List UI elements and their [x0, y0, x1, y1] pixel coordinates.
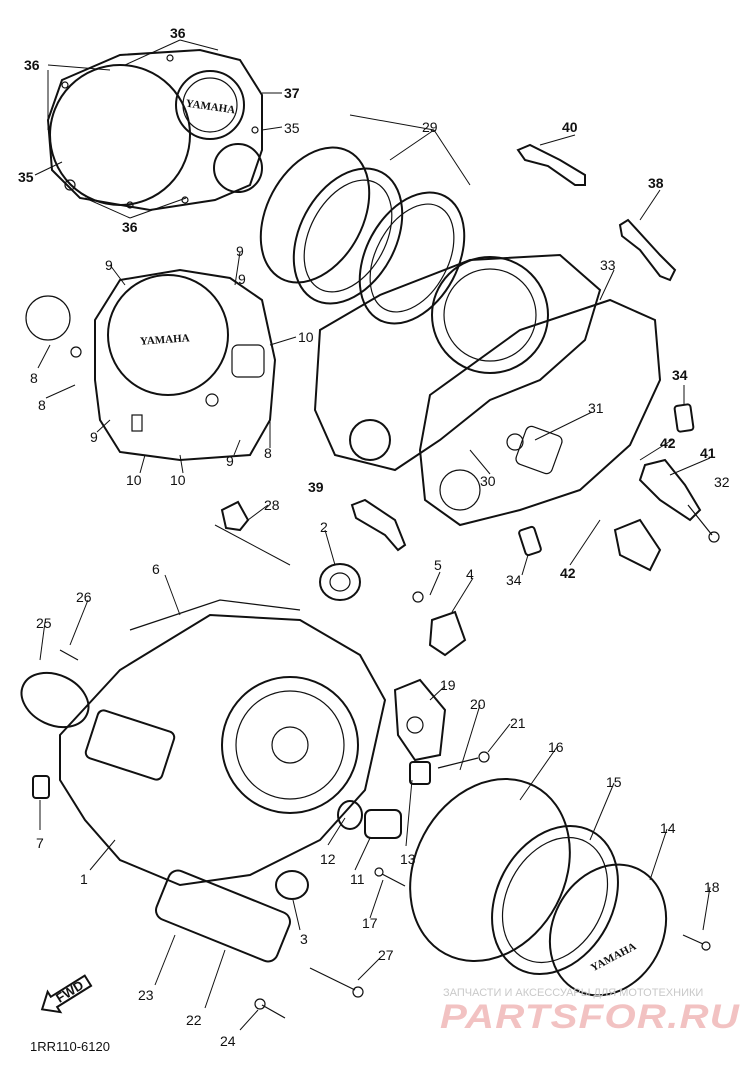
inner-cover-gasket-outline	[25, 268, 277, 462]
callout-9-d: 9	[90, 429, 98, 445]
callout-30: 30	[480, 473, 496, 489]
bracket-41-42	[613, 458, 720, 572]
callout-34-a: 34	[672, 367, 688, 383]
callout-15: 15	[606, 774, 622, 790]
callout-42-a: 42	[660, 435, 676, 451]
callout-13: 13	[400, 851, 416, 867]
callout-35-left: 35	[18, 169, 34, 185]
seal-rings	[259, 146, 466, 325]
callout-9-e: 9	[226, 453, 234, 469]
watermark-site: PARTSFOR.RU	[440, 998, 741, 1036]
callout-1: 1	[80, 871, 88, 887]
callout-5: 5	[434, 557, 442, 573]
callout-10-a: 10	[298, 329, 314, 345]
callout-39: 39	[308, 479, 324, 495]
callout-27: 27	[378, 947, 394, 963]
callout-42-b: 42	[560, 565, 576, 581]
callout-10-c: 10	[170, 472, 186, 488]
callout-28: 28	[264, 497, 280, 513]
callout-8-c: 8	[264, 445, 272, 461]
callout-33: 33	[600, 257, 616, 273]
callout-16: 16	[548, 739, 564, 755]
callout-12: 12	[320, 851, 336, 867]
callout-32: 32	[714, 474, 730, 490]
callout-36-left: 36	[24, 57, 40, 73]
clutch-cover-gasket-outline	[46, 48, 263, 212]
brand-mark-cover: YAMAHA	[589, 940, 639, 974]
fwd-label: FWD	[53, 977, 86, 1005]
forward-arrow-icon: FWD	[40, 974, 93, 1014]
callout-36-bottom: 36	[122, 219, 138, 235]
callout-29: 29	[422, 119, 438, 135]
callout-numbers: 36 36 37 35 35 36 29 40 38 9 9 33 9 10 8…	[18, 25, 730, 1049]
callout-34-b: 34	[506, 572, 522, 588]
callout-4: 4	[466, 566, 474, 582]
callout-8-a: 8	[30, 370, 38, 386]
callout-18: 18	[704, 879, 720, 895]
small-parts-lower-left	[59, 563, 467, 1019]
callout-21: 21	[510, 715, 526, 731]
callout-2: 2	[320, 519, 328, 535]
watermark-caption: ЗАПЧАСТИ И АКСЕССУАРЫ ДЛЯ МОТОТЕХНИКИ	[443, 987, 703, 999]
callout-14: 14	[660, 820, 676, 836]
callout-9-b: 9	[236, 243, 244, 259]
callout-35-right: 35	[284, 120, 300, 136]
callout-36-top: 36	[170, 25, 186, 41]
callout-10-b: 10	[126, 472, 142, 488]
callout-3: 3	[300, 931, 308, 947]
callout-17: 17	[362, 915, 378, 931]
callout-31: 31	[588, 400, 604, 416]
crankcase-cover-main	[20, 599, 387, 887]
brand-mark-middle: YAMAHA	[140, 332, 190, 347]
callout-9-a: 9	[105, 257, 113, 273]
callout-6: 6	[152, 561, 160, 577]
callout-9-c: 9	[238, 271, 246, 287]
diagram-code: 1RR110-6120	[30, 1039, 110, 1054]
callout-24: 24	[220, 1033, 236, 1049]
callout-26: 26	[76, 589, 92, 605]
callout-41: 41	[700, 445, 716, 461]
callout-19: 19	[440, 677, 456, 693]
cover-plate-assembly	[337, 678, 711, 997]
callout-8-b: 8	[38, 397, 46, 413]
leader-lines	[34, 39, 711, 1031]
callout-22: 22	[186, 1012, 202, 1028]
callout-38: 38	[648, 175, 664, 191]
dowels-34	[518, 403, 695, 557]
brand-mark-top: YAMAHA	[185, 98, 236, 117]
callout-11: 11	[350, 871, 365, 887]
callout-37: 37	[284, 85, 300, 101]
callout-25: 25	[36, 615, 52, 631]
callout-40: 40	[562, 119, 578, 135]
callout-23: 23	[138, 987, 154, 1003]
callout-20: 20	[470, 696, 486, 712]
callout-7: 7	[36, 835, 44, 851]
crankcase-cover-33	[313, 253, 662, 527]
brackets-38-40	[220, 143, 677, 552]
